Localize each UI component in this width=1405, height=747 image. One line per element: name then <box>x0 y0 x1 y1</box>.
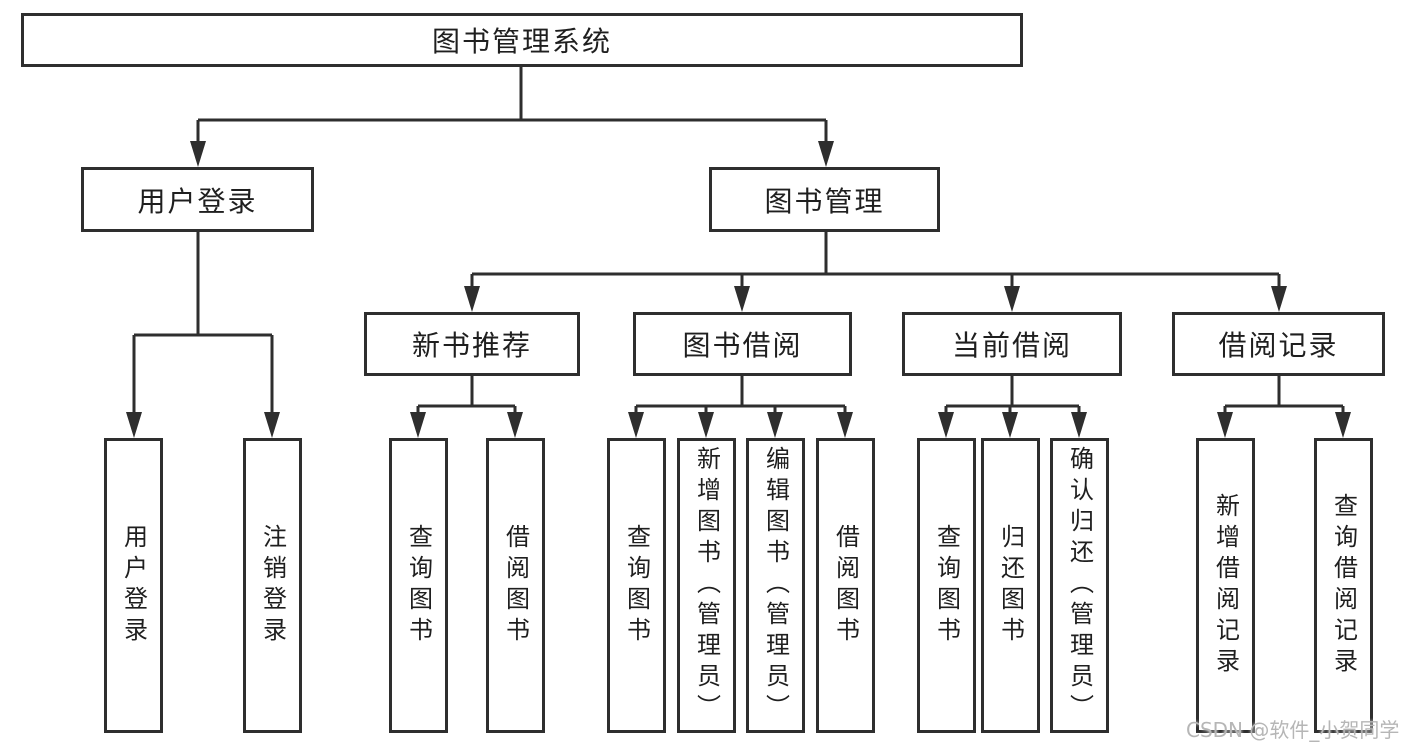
node-new-book-recommend: 新书推荐 <box>364 312 580 376</box>
node-user-login: 用户登录 <box>81 167 314 232</box>
leaf-query-books: 查询图书 <box>917 438 976 733</box>
node-book-management: 图书管理 <box>709 167 940 232</box>
leaf-query-borrow-record: 查询借阅记录 <box>1314 438 1373 733</box>
leaf-add-books-admin: 新增图书（管理员） <box>677 438 736 733</box>
node-borrow-records: 借阅记录 <box>1172 312 1385 376</box>
leaf-query-books: 查询图书 <box>607 438 666 733</box>
node-book-borrowing: 图书借阅 <box>633 312 852 376</box>
leaf-borrow-books: 借阅图书 <box>816 438 875 733</box>
leaf-confirm-return-admin: 确认归还（管理员） <box>1050 438 1109 733</box>
leaf-query-books: 查询图书 <box>389 438 448 733</box>
node-root-library-system: 图书管理系统 <box>21 13 1023 67</box>
node-current-borrowing: 当前借阅 <box>902 312 1122 376</box>
leaf-borrow-books: 借阅图书 <box>486 438 545 733</box>
leaf-user-login: 用户登录 <box>104 438 163 733</box>
leaf-edit-books-admin: 编辑图书（管理员） <box>746 438 805 733</box>
leaf-add-borrow-record: 新增借阅记录 <box>1196 438 1255 733</box>
csdn-watermark: CSDN @软件_小贺同学 <box>1186 718 1400 742</box>
leaf-return-books: 归还图书 <box>981 438 1040 733</box>
leaf-logout: 注销登录 <box>243 438 302 733</box>
